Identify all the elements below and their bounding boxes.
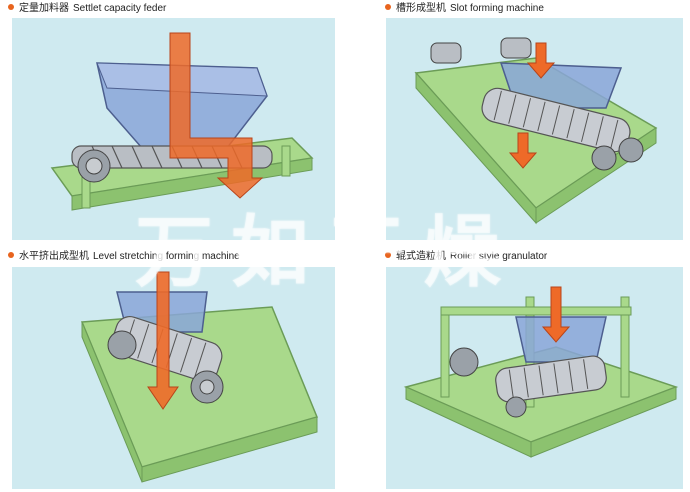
level-stretching-illustration — [12, 267, 335, 489]
panel-roller-caption: 辊式造粒机 Roller style granulator — [385, 250, 547, 264]
caption-en: Level stretching forming machine — [93, 251, 240, 262]
caption-cn: 水平挤出成型机 — [19, 251, 89, 262]
bullet-dot — [385, 4, 391, 10]
caption-en: Settlet capacity feder — [73, 3, 167, 14]
feed-arrow-icon — [169, 32, 264, 199]
bullet-dot — [385, 252, 391, 258]
roller-granulator-illustration — [386, 267, 683, 489]
panel-slot-caption: 槽形成型机 Slot forming machine — [385, 2, 544, 16]
slot-forming-illustration — [386, 18, 683, 240]
panel-feeder-caption: 定量加料器 Settlet capacity feder — [8, 2, 166, 16]
caption-en: Roller style granulator — [450, 251, 548, 262]
feeder-illustration — [12, 18, 335, 240]
caption-cn: 槽形成型机 — [396, 3, 446, 14]
caption-en: Slot forming machine — [450, 3, 544, 14]
feed-arrow-icon — [541, 286, 571, 343]
feed-arrow-icon — [147, 271, 179, 410]
bullet-dot — [8, 252, 14, 258]
panel-level-caption: 水平挤出成型机 Level stretching forming machine — [8, 250, 240, 264]
caption-cn: 定量加料器 — [19, 3, 69, 14]
bullet-dot — [8, 4, 14, 10]
caption-cn: 辊式造粒机 — [396, 251, 446, 262]
feed-arrow-icon — [508, 42, 556, 169]
